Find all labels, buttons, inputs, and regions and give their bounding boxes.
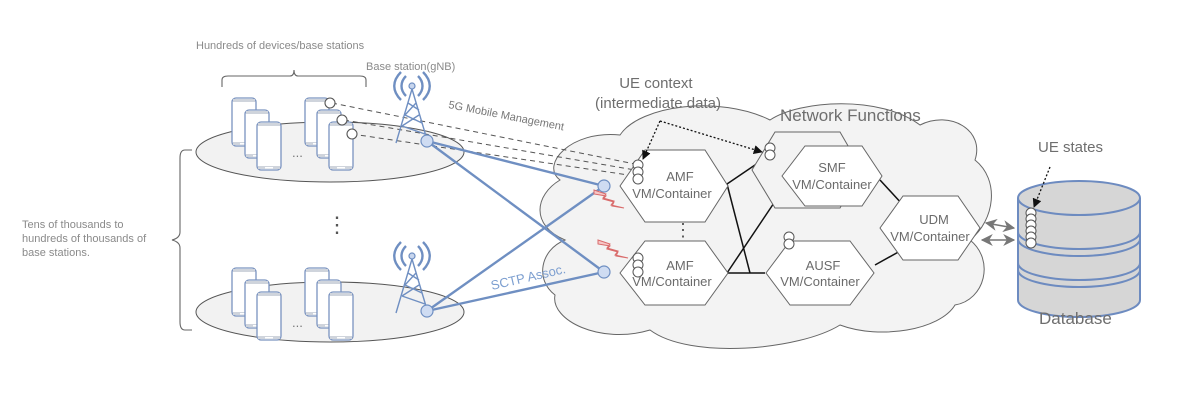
database-label: Database — [1039, 309, 1112, 328]
nf-name: UDM — [919, 212, 949, 227]
lightning-icon — [597, 239, 629, 259]
ue-markers — [324, 97, 358, 140]
nf-ausf[interactable]: AUSF VM/Container — [765, 240, 875, 306]
base-station-label: Base station(gNB) — [366, 61, 455, 73]
amf-vertical-ellipsis: ⋮ — [674, 220, 692, 240]
nf-smf[interactable]: SMF VM/Container — [781, 145, 883, 207]
nf-name: AMF — [666, 169, 694, 184]
nf-udm[interactable]: UDM VM/Container — [879, 195, 981, 261]
nf-sub: VM/Container — [890, 229, 970, 244]
sctp-links — [426, 139, 605, 313]
device-ellipsis-top: ... — [292, 145, 303, 160]
lightning-icon — [593, 189, 625, 209]
fault-icons — [593, 189, 629, 259]
nf-amf-bottom[interactable]: AMF VM/Container — [619, 240, 729, 306]
phone-icon — [256, 121, 282, 171]
nf-sub: VM/Container — [792, 177, 872, 192]
ue-context-stacks — [632, 142, 795, 278]
nf-name: AMF — [666, 258, 694, 273]
ue-context-label: UE context (intermediate data) — [595, 75, 721, 112]
nf-sub: VM/Container — [632, 274, 712, 289]
vertical-ellipsis: ⋮ — [326, 212, 348, 237]
top-brace — [221, 69, 367, 87]
tens-of-thousands-label: Tens of thousands to hundreds of thousan… — [22, 219, 149, 259]
ue-states-arrow — [1032, 166, 1051, 208]
sctp-endpoints — [420, 134, 611, 318]
device-ellipsis-bottom: ... — [292, 315, 303, 330]
ue-context-arrows — [642, 120, 763, 160]
hundreds-devices-label: Hundreds of devices/base stations — [196, 40, 365, 52]
nf-name: SMF — [818, 160, 846, 175]
udm-db-arrows — [980, 218, 1016, 246]
mobile-management-label: 5G Mobile Management — [447, 99, 565, 133]
nf-sub: VM/Container — [632, 186, 712, 201]
left-brace — [171, 149, 192, 331]
nf-sub: VM/Container — [780, 274, 860, 289]
phone-icon — [328, 291, 354, 341]
nf-amf-top[interactable]: AMF VM/Container — [619, 149, 729, 223]
phone-icon — [256, 291, 282, 341]
ue-states-stack — [1025, 207, 1037, 249]
network-functions-title: Network Functions — [780, 106, 921, 125]
mobile-management-links — [331, 102, 636, 177]
nf-name: AUSF — [806, 258, 841, 273]
ue-states-label: UE states — [1038, 139, 1103, 156]
database-icon — [1017, 180, 1141, 318]
